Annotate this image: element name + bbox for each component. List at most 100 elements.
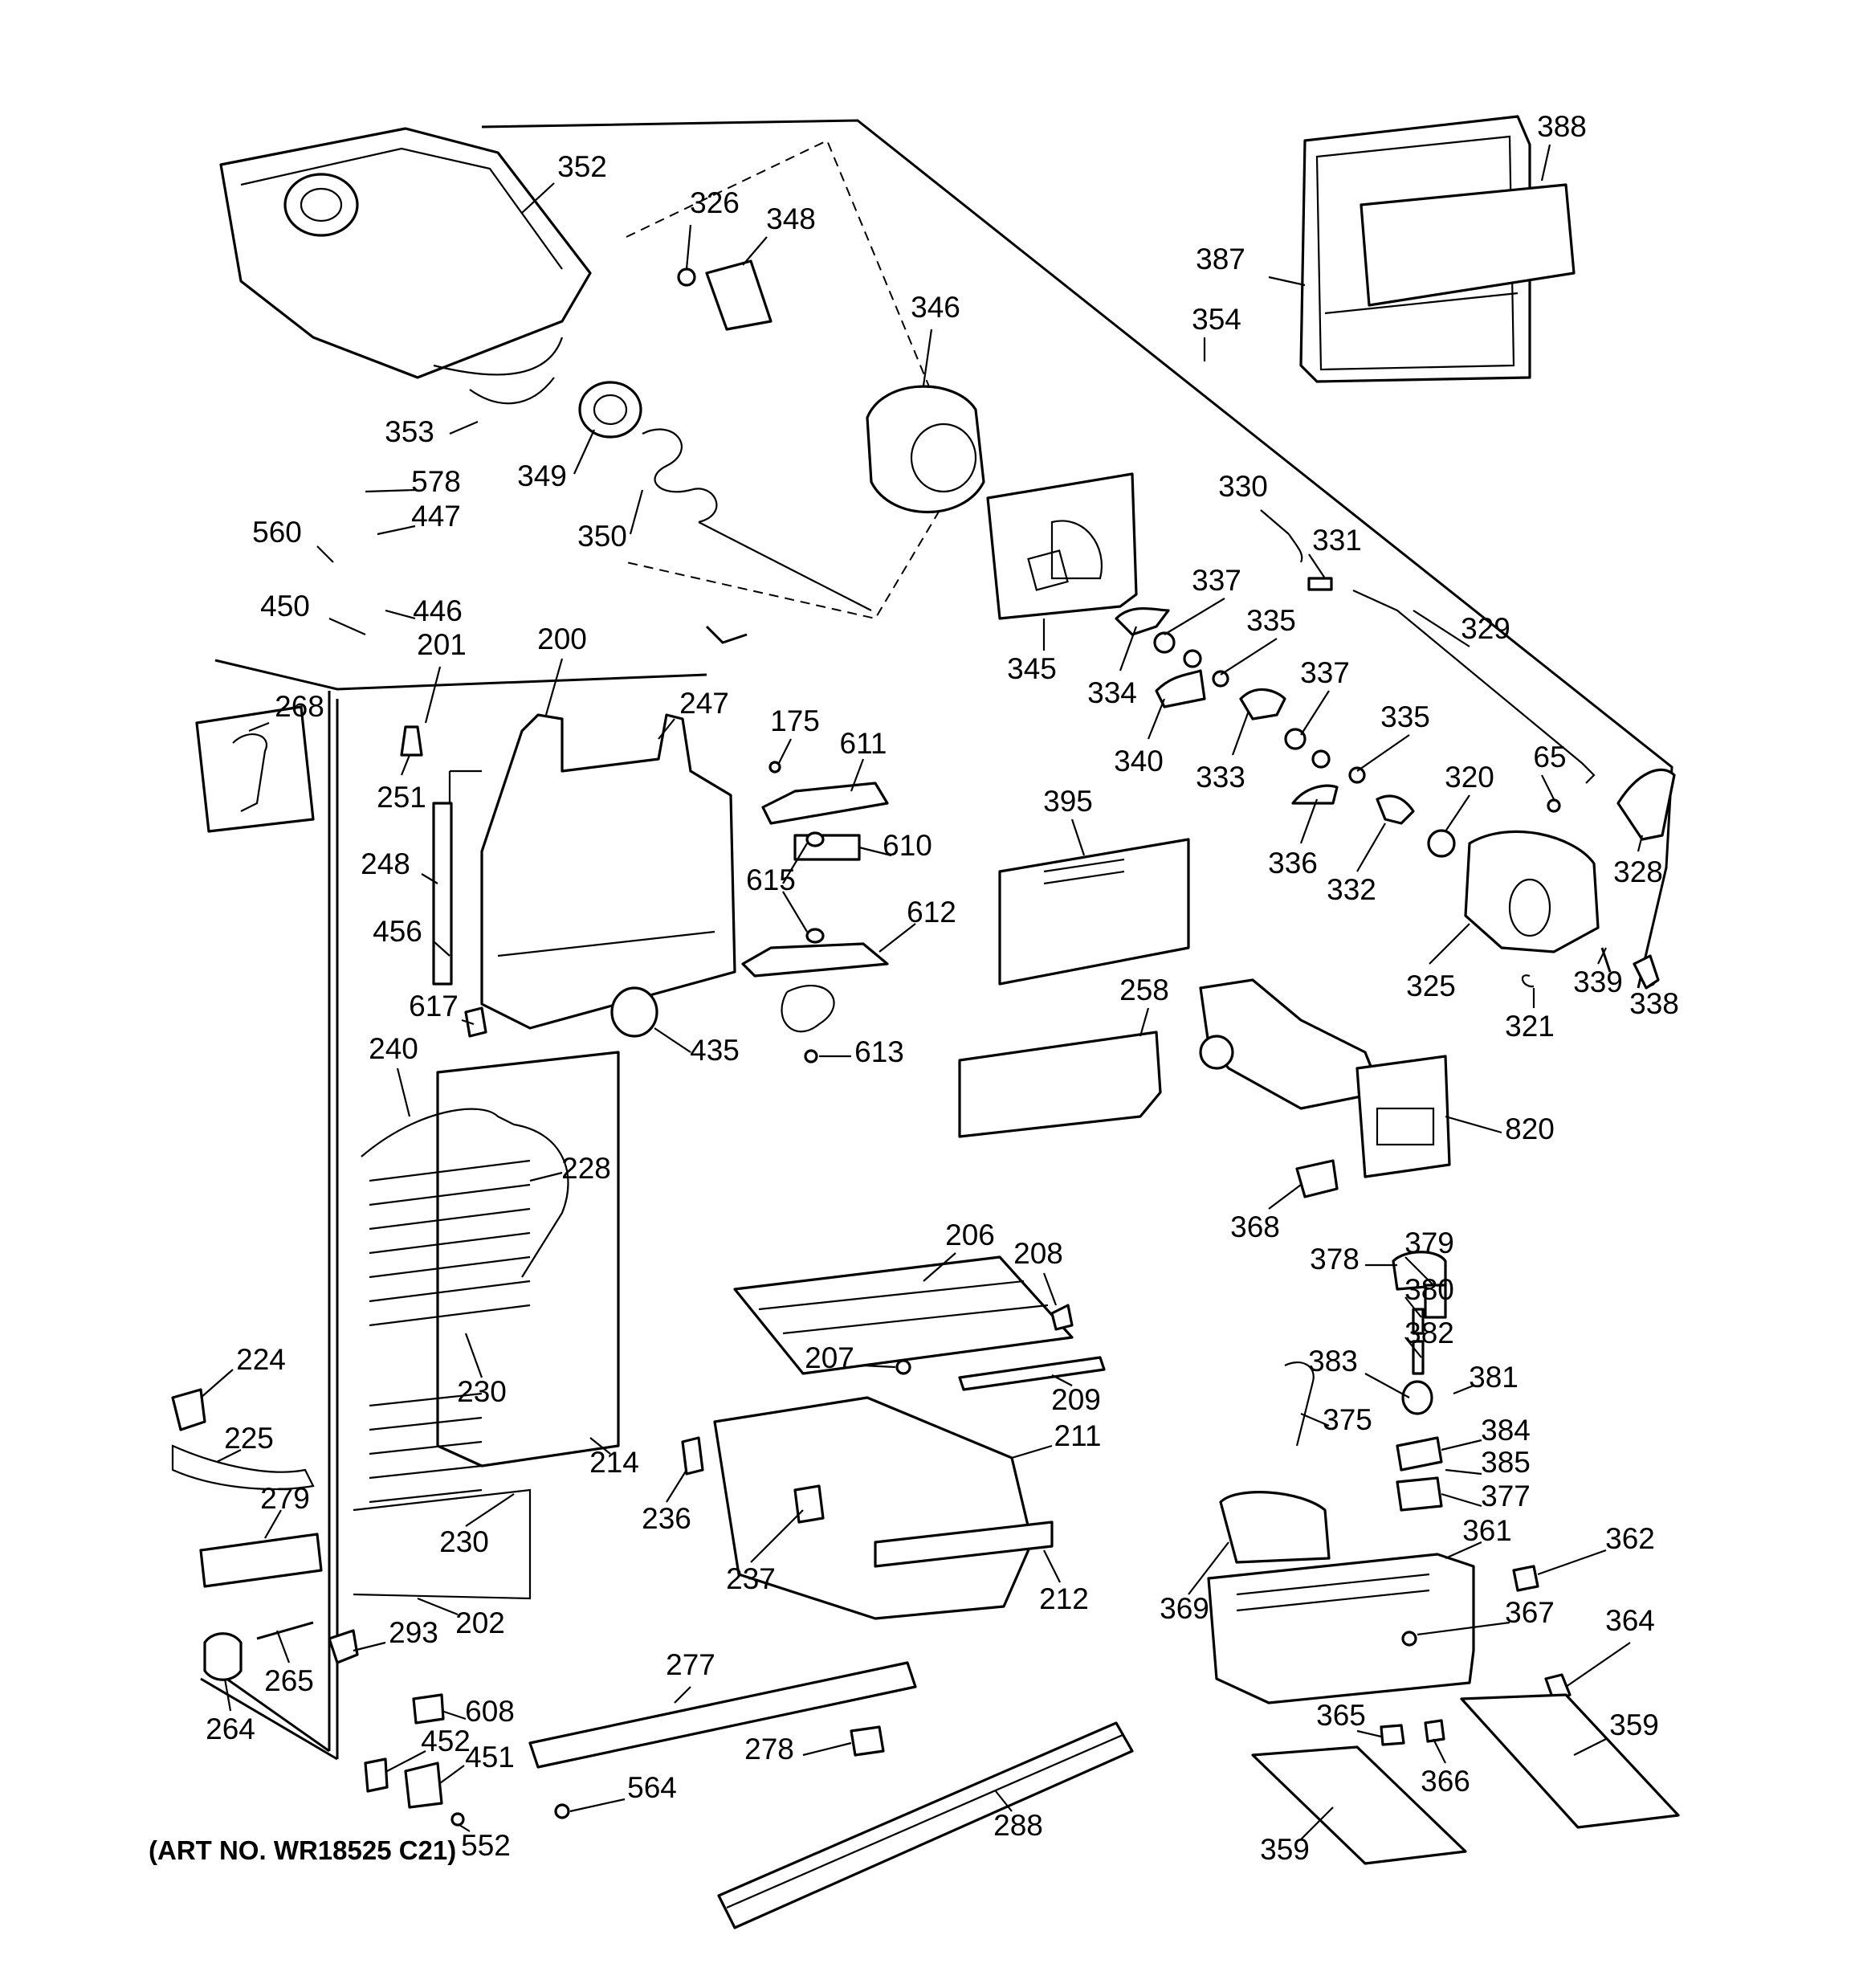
- callout-331: 331: [1312, 524, 1362, 557]
- callout-451: 451: [465, 1741, 515, 1774]
- callout-388: 388: [1537, 110, 1587, 143]
- callout-248: 248: [361, 847, 410, 880]
- callout-225: 225: [224, 1422, 274, 1455]
- callout-617: 617: [409, 990, 459, 1023]
- callout-214: 214: [589, 1446, 639, 1479]
- callout-288: 288: [993, 1809, 1043, 1842]
- callout-268: 268: [275, 690, 324, 723]
- callout-349: 349: [517, 459, 567, 492]
- callout-277: 277: [666, 1648, 715, 1681]
- callout-346: 346: [911, 291, 960, 324]
- callout-615: 615: [746, 863, 796, 896]
- callout-208: 208: [1013, 1237, 1063, 1270]
- callout-378: 378: [1310, 1243, 1360, 1276]
- ice-maker: [1199, 978, 1451, 1198]
- callout-279: 279: [260, 1482, 310, 1515]
- callout-353: 353: [385, 415, 434, 448]
- callout-612: 612: [907, 896, 956, 929]
- callout-247: 247: [679, 687, 729, 720]
- auger-motor: [1427, 768, 1676, 990]
- callout-332: 332: [1327, 873, 1376, 906]
- callout-345: 345: [1007, 652, 1057, 685]
- callout-456: 456: [373, 915, 422, 948]
- callout-382: 382: [1404, 1316, 1454, 1349]
- callout-329: 329: [1461, 612, 1510, 645]
- callout-251: 251: [377, 781, 426, 814]
- callout-224: 224: [236, 1343, 286, 1376]
- callout-201: 201: [417, 628, 467, 661]
- callout-236: 236: [642, 1502, 691, 1535]
- callout-613: 613: [854, 1035, 904, 1068]
- callout-228: 228: [561, 1152, 611, 1185]
- callout-377: 377: [1481, 1480, 1531, 1512]
- callout-354: 354: [1192, 303, 1241, 336]
- callout-385: 385: [1481, 1446, 1531, 1479]
- callout-328: 328: [1613, 855, 1663, 888]
- callout-336: 336: [1268, 847, 1318, 880]
- callout-367: 367: [1505, 1596, 1555, 1629]
- callout-340: 340: [1114, 745, 1164, 778]
- callout-175: 175: [770, 704, 820, 737]
- art-number-caption: (ART NO. WR18525 C21): [149, 1835, 456, 1865]
- callout-381: 381: [1469, 1361, 1519, 1394]
- callout-820: 820: [1505, 1112, 1555, 1145]
- bottom-rails: [528, 1661, 1134, 1929]
- callout-207: 207: [805, 1341, 854, 1374]
- callout-447: 447: [411, 500, 461, 533]
- callout-359: 359: [1609, 1708, 1659, 1741]
- cabinet-outline: [200, 119, 1673, 1761]
- callout-264: 264: [206, 1712, 255, 1745]
- callout-334: 334: [1087, 676, 1137, 709]
- control-box: [1207, 1553, 1680, 1865]
- evaporator-cover: [195, 705, 736, 1038]
- callout-610: 610: [883, 829, 932, 862]
- callout-384: 384: [1481, 1414, 1531, 1447]
- callout-330: 330: [1218, 470, 1268, 503]
- callout-552: 552: [461, 1829, 511, 1862]
- callout-209: 209: [1051, 1383, 1101, 1416]
- callout-320: 320: [1445, 761, 1494, 794]
- callout-211: 211: [1054, 1419, 1102, 1452]
- callout-364: 364: [1605, 1604, 1655, 1637]
- callout-352: 352: [557, 150, 607, 183]
- callout-435: 435: [690, 1034, 740, 1067]
- callout-293: 293: [389, 1616, 438, 1649]
- callout-200: 200: [537, 623, 587, 655]
- callout-230: 230: [439, 1525, 489, 1558]
- callout-446: 446: [413, 594, 463, 627]
- callout-611: 611: [840, 727, 887, 760]
- motor-mount-plate: [986, 472, 1138, 620]
- callout-206: 206: [945, 1219, 995, 1251]
- callout-65: 65: [1533, 741, 1566, 774]
- callout-350: 350: [577, 520, 627, 553]
- callout-230: 230: [457, 1375, 507, 1408]
- callout-338: 338: [1629, 987, 1679, 1020]
- drive-linkage: [1115, 533, 1596, 825]
- callout-202: 202: [455, 1606, 505, 1639]
- callout-265: 265: [264, 1664, 314, 1697]
- callout-325: 325: [1406, 970, 1456, 1002]
- ice-bucket-part: [219, 127, 592, 405]
- callout-348: 348: [766, 202, 816, 235]
- callout-379: 379: [1404, 1227, 1454, 1259]
- callout-375: 375: [1323, 1403, 1372, 1436]
- callout-337: 337: [1300, 656, 1350, 689]
- callout-339: 339: [1573, 965, 1623, 998]
- callout-321: 321: [1505, 1010, 1555, 1043]
- callout-361: 361: [1462, 1514, 1512, 1547]
- coil-fins: [369, 1159, 531, 1504]
- callout-212: 212: [1039, 1582, 1089, 1615]
- callout-368: 368: [1230, 1210, 1280, 1243]
- callout-362: 362: [1605, 1522, 1655, 1555]
- callout-369: 369: [1160, 1592, 1209, 1625]
- lower-left-parts: [171, 1388, 465, 1827]
- wire-shelf: [733, 1255, 1106, 1391]
- callout-333: 333: [1196, 761, 1245, 794]
- callout-608: 608: [465, 1695, 515, 1728]
- callout-335: 335: [1246, 604, 1296, 637]
- callout-365: 365: [1316, 1699, 1366, 1732]
- callout-335: 335: [1380, 700, 1430, 733]
